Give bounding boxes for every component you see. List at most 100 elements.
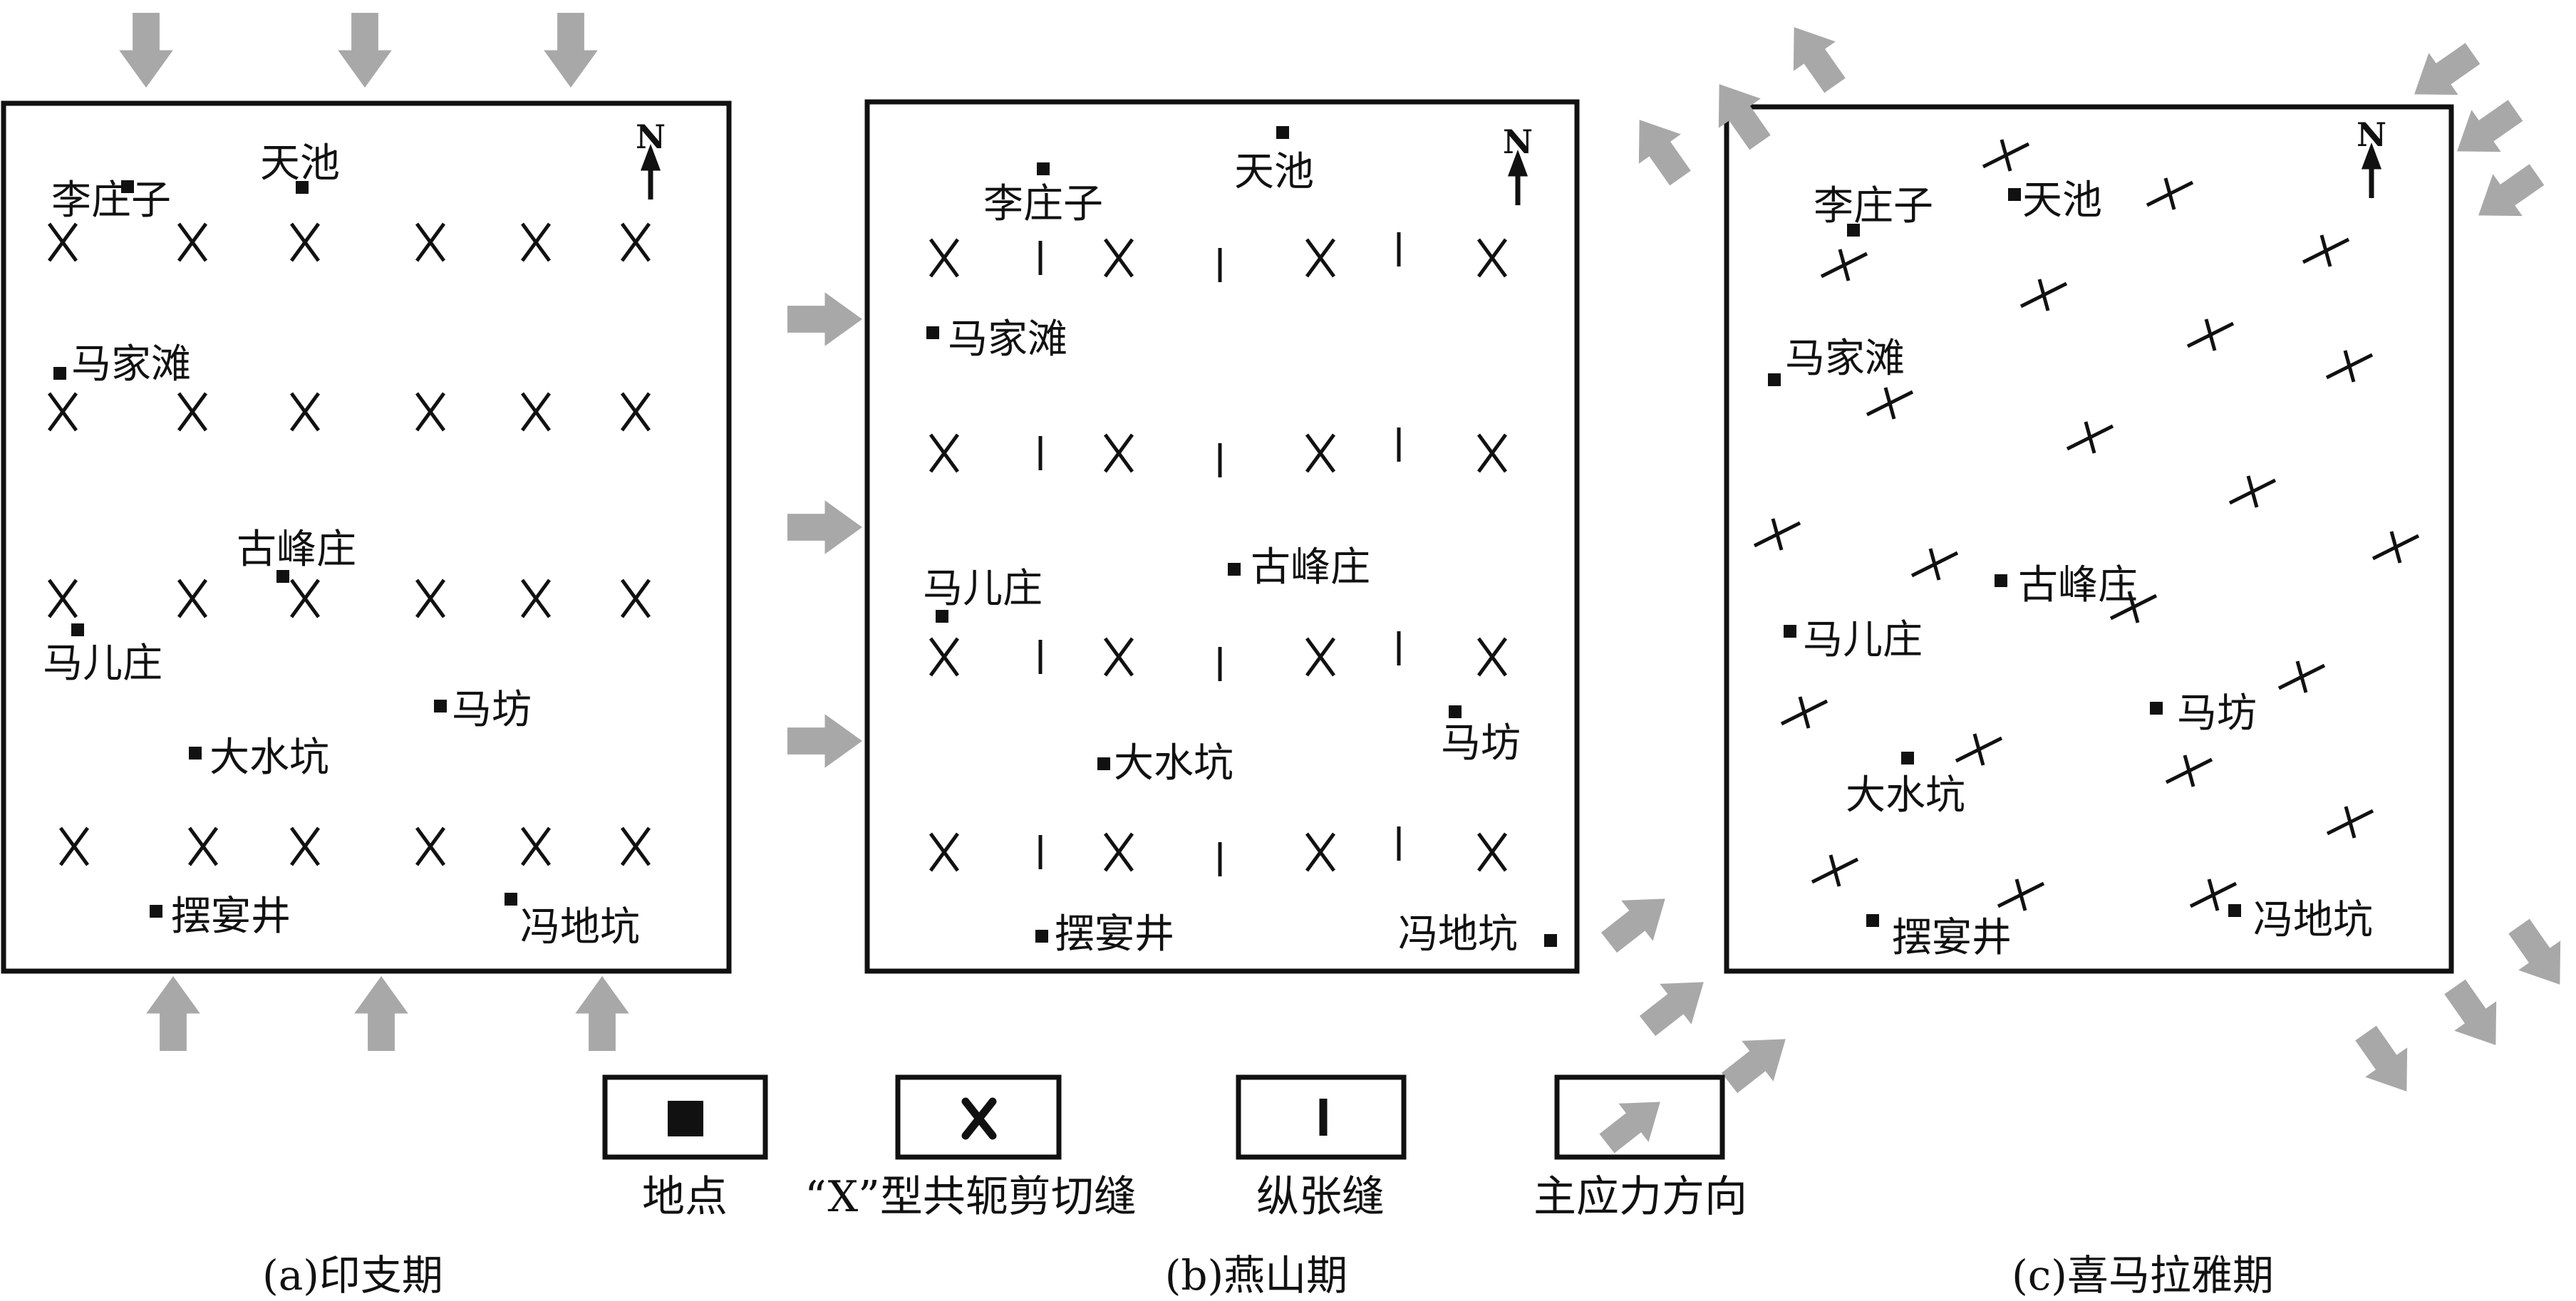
x-stroke bbox=[58, 826, 90, 866]
x-shear-fracture bbox=[929, 238, 960, 278]
x-shear-fracture bbox=[415, 826, 446, 866]
shear-stroke bbox=[2127, 591, 2140, 623]
panel-caption: (b)燕山期 bbox=[1165, 1251, 1348, 1300]
x-shear-fracture bbox=[620, 826, 651, 866]
north-label-b: N bbox=[1503, 123, 1533, 161]
place-label: 摆宴井 bbox=[1892, 915, 2012, 961]
place-label: 马家滩 bbox=[948, 316, 1067, 363]
north-arrow-icon-c bbox=[2365, 150, 2378, 198]
place-label: 天池 bbox=[2022, 177, 2102, 224]
conjugate-shear-fracture bbox=[1820, 249, 1868, 281]
stress-arrow-icon bbox=[1618, 105, 1702, 193]
place-label: 李庄子 bbox=[51, 177, 171, 224]
conjugate-shear-fracture bbox=[2228, 475, 2277, 508]
legend: 地点 “X”型共轭剪切缝 纵张缝 主应力方向 bbox=[602, 1074, 1747, 1222]
stress-arrow-icon bbox=[544, 13, 598, 88]
place-label: 马儿庄 bbox=[923, 566, 1043, 612]
x-stroke bbox=[929, 832, 960, 872]
x-stroke bbox=[1476, 238, 1508, 278]
x-stroke bbox=[520, 222, 552, 262]
shear-stroke bbox=[1972, 733, 1985, 766]
x-shear-fracture bbox=[1103, 433, 1134, 473]
stress-arrow-icon bbox=[1773, 12, 1856, 100]
x-shear-fracture bbox=[1103, 637, 1134, 677]
panel-b-fractures bbox=[929, 232, 1508, 876]
x-stroke bbox=[415, 222, 446, 262]
conjugate-shear-fracture bbox=[2277, 660, 2326, 693]
x-shear-fracture bbox=[289, 579, 321, 618]
panel-a-place-labels: 李庄子 天池 马家滩 古峰庄 马儿庄 马坊 大水坑 摆宴井 冯地坑 bbox=[43, 140, 640, 950]
panel-caption: (a)印支期 bbox=[262, 1251, 443, 1300]
conjugate-shear-fracture bbox=[2189, 878, 2238, 911]
shear-stroke bbox=[2037, 279, 2050, 311]
x-stroke bbox=[289, 222, 321, 262]
shear-stroke bbox=[2344, 806, 2357, 839]
shear-stroke bbox=[2183, 755, 2195, 787]
stress-arrow-icon bbox=[2399, 32, 2488, 115]
stress-arrow-icon bbox=[1593, 878, 1681, 963]
x-shear-fracture bbox=[929, 637, 960, 677]
shear-stroke bbox=[2319, 234, 2332, 267]
x-shear-fracture bbox=[1305, 637, 1336, 677]
shear-stroke bbox=[1798, 696, 1811, 729]
shear-stroke bbox=[2343, 350, 2356, 383]
x-shear-fracture bbox=[520, 579, 552, 618]
shear-stroke bbox=[1828, 854, 1841, 887]
shear-stroke bbox=[2207, 878, 2220, 911]
stress-arrow-icon bbox=[2433, 972, 2517, 1060]
stress-arrow-icon bbox=[575, 976, 629, 1051]
panel-b-markers bbox=[926, 126, 1557, 947]
shear-stroke bbox=[2246, 475, 2259, 508]
panel-c-markers bbox=[1768, 188, 2241, 927]
x-shear-fracture bbox=[929, 433, 960, 473]
north-label-a: N bbox=[636, 118, 666, 156]
stress-arrow-icon bbox=[1698, 69, 1781, 157]
x-shear-fracture bbox=[1305, 832, 1336, 872]
x-shear-fracture bbox=[289, 392, 321, 432]
conjugate-shear-fracture bbox=[1811, 854, 1859, 887]
shear-stroke bbox=[2000, 139, 2012, 172]
place-label: 马儿庄 bbox=[43, 641, 162, 687]
x-stroke bbox=[620, 222, 651, 262]
place-label: 大水坑 bbox=[210, 735, 329, 781]
place-label: 大水坑 bbox=[1846, 772, 1965, 819]
x-stroke bbox=[289, 392, 321, 432]
conjugate-shear-fracture bbox=[1910, 548, 1959, 581]
legend-box-location bbox=[602, 1074, 768, 1160]
legend-box-tension bbox=[1236, 1074, 1407, 1160]
shear-stroke bbox=[1838, 249, 1851, 281]
x-shear-fracture bbox=[620, 579, 651, 618]
stress-arrow-icon bbox=[787, 292, 862, 346]
x-shear-fracture bbox=[1103, 832, 1134, 872]
panel-b-frame bbox=[864, 99, 1580, 974]
stress-arrow-icon bbox=[146, 976, 200, 1051]
x-shear-fracture bbox=[187, 826, 219, 866]
x-shear-fracture bbox=[47, 392, 78, 432]
place-label: 马坊 bbox=[2177, 690, 2257, 737]
x-stroke bbox=[929, 637, 960, 677]
x-shear-fracture bbox=[289, 826, 321, 866]
place-label: 天池 bbox=[260, 140, 340, 187]
x-shear-fracture bbox=[177, 579, 208, 618]
x-stroke bbox=[177, 579, 208, 618]
conjugate-shear-fracture bbox=[1982, 139, 2030, 172]
conjugate-shear-fracture bbox=[1997, 878, 2045, 911]
place-label: 马坊 bbox=[1441, 720, 1521, 767]
panel-c-frame bbox=[1724, 104, 2454, 974]
stress-arrow-icon bbox=[2442, 89, 2530, 172]
stress-arrow-icon bbox=[787, 500, 862, 554]
shear-stroke bbox=[2163, 177, 2176, 210]
panel-a-markers bbox=[53, 180, 517, 918]
x-stroke bbox=[289, 826, 321, 866]
stress-arrow-icon bbox=[2463, 153, 2552, 237]
arrow-icon bbox=[1591, 1082, 1675, 1163]
shear-stroke bbox=[2204, 318, 2217, 351]
x-stroke bbox=[620, 392, 651, 432]
stress-arrow-icon bbox=[338, 13, 392, 88]
conjugate-shear-fracture bbox=[2325, 350, 2374, 383]
panel-c-place-labels: 李庄子 天池 马家滩 古峰庄 马儿庄 马坊 大水坑 摆宴井 冯地坑 bbox=[1785, 177, 2373, 961]
place-label: 古峰庄 bbox=[1251, 544, 1370, 591]
conjugate-shear-fracture bbox=[1753, 518, 1801, 551]
x-stroke bbox=[1103, 832, 1134, 872]
